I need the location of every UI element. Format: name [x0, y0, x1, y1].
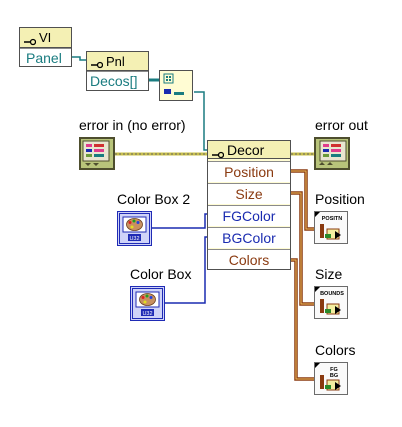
panel-property[interactable]: Panel — [20, 48, 71, 66]
u32-text: U32 — [142, 311, 152, 317]
reference-icon — [24, 34, 37, 45]
position-property[interactable]: Position — [208, 161, 290, 182]
bgcolor-property[interactable]: BGColor — [208, 227, 290, 248]
color-palette-icon: U32 — [122, 216, 147, 242]
bg-text: BG — [330, 373, 338, 379]
reference-icon — [212, 146, 225, 158]
decos-property[interactable]: Decos[] — [87, 71, 148, 90]
u32-text: U32 — [129, 236, 139, 242]
colors-cluster-icon: FG BG — [315, 363, 341, 391]
size-property[interactable]: Size — [208, 183, 290, 204]
fgcolor-property[interactable]: FGColor — [208, 205, 290, 226]
decor-ref-wire — [194, 91, 208, 151]
size-wire — [291, 191, 314, 306]
position-terminal[interactable]: POSITN — [314, 211, 348, 244]
vi-property-node[interactable]: VI Panel — [19, 27, 72, 67]
vi-node-title: VI — [39, 30, 52, 45]
pnl-property-node[interactable]: Pnl Decos[] — [86, 51, 149, 91]
index-array-node[interactable] — [159, 70, 193, 101]
index-array-icon — [163, 73, 184, 95]
fgcolor-wire — [152, 213, 209, 229]
color-box-2-terminal[interactable]: U32 — [117, 211, 152, 246]
colors-wire — [291, 258, 314, 381]
color-box-terminal[interactable]: U32 — [130, 286, 165, 321]
color-palette-icon: U32 — [135, 291, 160, 317]
position-label: Position — [315, 191, 365, 207]
pnl-node-title: Pnl — [106, 53, 125, 69]
decor-property-node[interactable]: Decor Position Size FGColor BGColor Colo… — [207, 140, 291, 270]
error-out-label: error out — [315, 117, 368, 133]
color-box-2-label: Color Box 2 — [117, 191, 191, 207]
panel-ref-wire — [72, 56, 87, 61]
colors-property[interactable]: Colors — [208, 249, 290, 269]
size-label: Size — [315, 266, 343, 282]
decor-node-title: Decor — [227, 141, 265, 158]
positn-text: POSITN — [322, 216, 343, 222]
error-cluster-icon — [319, 140, 347, 165]
colors-terminal[interactable]: FG BG — [314, 362, 348, 395]
colors-label: Colors — [315, 342, 356, 358]
error-in-terminal[interactable] — [79, 137, 115, 170]
position-cluster-icon: POSITN — [315, 212, 343, 240]
position-wire — [291, 169, 314, 231]
error-in-label: error in (no error) — [79, 117, 186, 133]
reference-icon — [91, 57, 104, 69]
bounds-text: BOUNDS — [320, 291, 344, 297]
size-terminal[interactable]: BOUNDS — [314, 286, 348, 319]
fg-text: FG — [330, 367, 338, 373]
error-cluster-icon — [82, 140, 110, 166]
error-out-terminal[interactable] — [314, 137, 350, 170]
color-box-label: Color Box — [130, 266, 192, 282]
bounds-cluster-icon: BOUNDS — [315, 287, 344, 315]
